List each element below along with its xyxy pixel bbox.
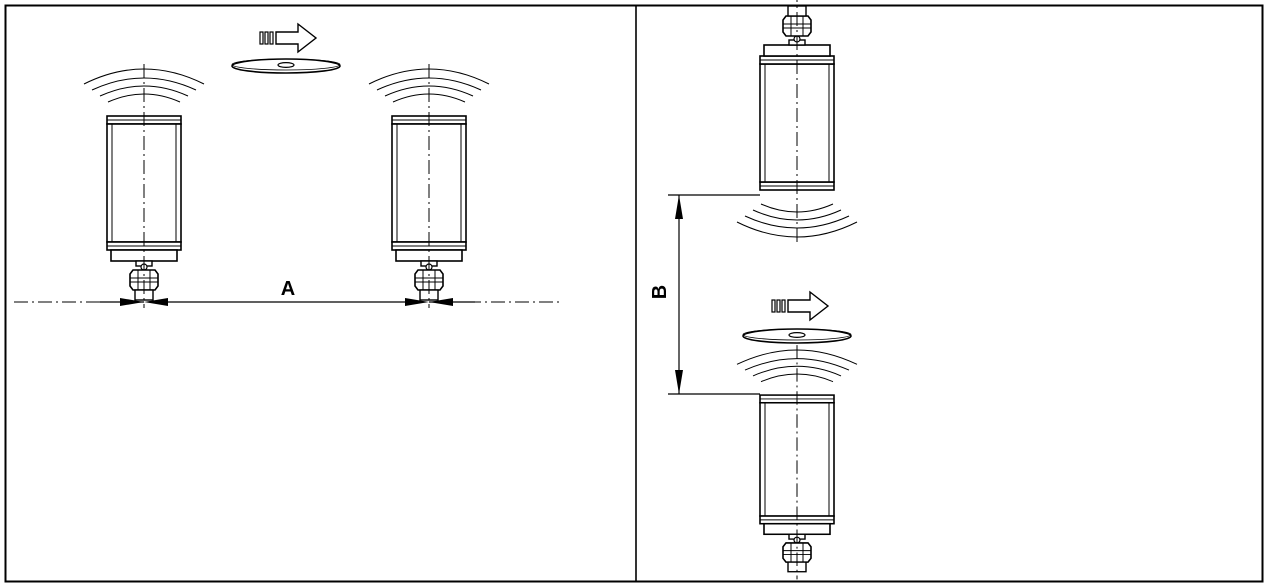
motion-arrow-right <box>771 291 829 321</box>
dimension-a-label: A <box>281 278 295 300</box>
dimension-b: B <box>649 194 760 395</box>
dimension-b-label: B <box>649 285 671 299</box>
sensor-1 <box>83 63 205 309</box>
sensor-top <box>736 0 858 243</box>
figure-frame <box>4 4 1264 583</box>
target-disc-left <box>231 58 341 74</box>
right-panel: B <box>649 0 858 581</box>
sensor-bottom <box>736 344 858 581</box>
sensor-2 <box>368 63 490 309</box>
target-disc-right <box>742 328 852 344</box>
dimension-a: A <box>14 278 562 306</box>
motion-arrow-left <box>259 23 317 53</box>
left-panel: A <box>14 23 562 309</box>
